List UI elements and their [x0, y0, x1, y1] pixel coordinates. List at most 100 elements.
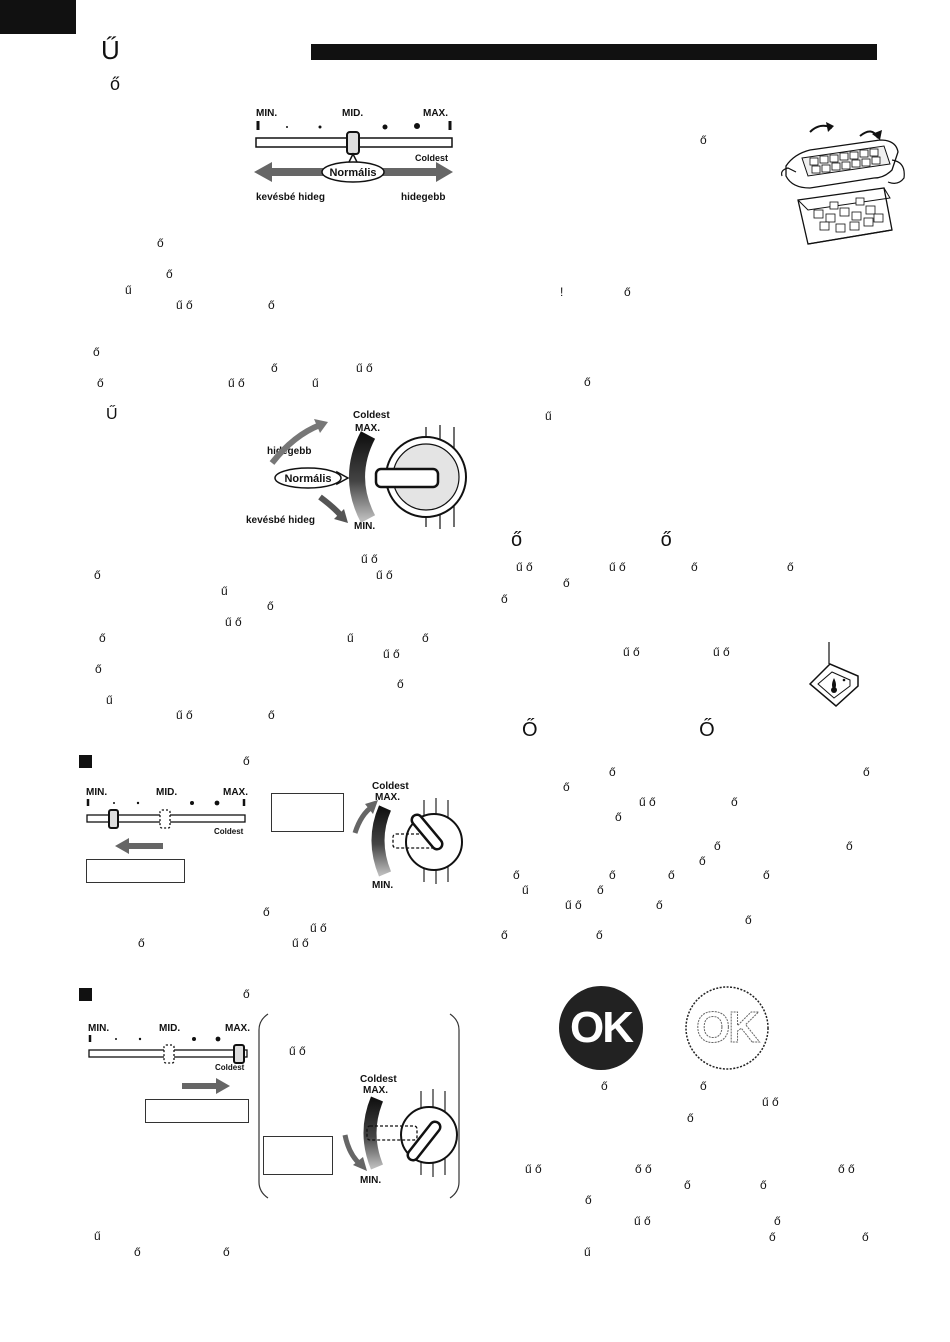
text-r41: ő	[684, 1178, 691, 1192]
text-l03: ű	[125, 283, 132, 297]
text-l27: ű ő	[176, 708, 193, 722]
text-l18: ű ő	[225, 615, 242, 629]
text-l32: ű ő	[292, 936, 309, 950]
text-r44: ű ő	[634, 1214, 651, 1228]
text-r33: ő	[596, 928, 603, 942]
text-r16: ő	[563, 780, 570, 794]
dial-b-max-label: MAX.	[363, 1085, 388, 1096]
text-r30: ő	[656, 898, 663, 912]
dial-b-min-label: MIN.	[360, 1175, 381, 1186]
ok-icon-filled: OK	[559, 986, 643, 1070]
slider-a-coldest-label: Coldest	[214, 827, 244, 836]
text-r38: ű ő	[525, 1162, 542, 1176]
text-r35: ő	[700, 1079, 707, 1093]
text-r39: ő ő	[635, 1162, 652, 1176]
colder-label: hidegebb	[401, 192, 445, 203]
text-l35: ő	[134, 1245, 141, 1259]
text-r36: ű ő	[762, 1095, 779, 1109]
text-r47: ő	[862, 1230, 869, 1244]
text-r17: ű ő	[639, 795, 656, 809]
text-r22: ő	[699, 854, 706, 868]
slider-max-label: MAX.	[423, 108, 448, 119]
text-l24: ő	[397, 677, 404, 691]
slider-mid-label: MID.	[342, 108, 363, 119]
dial-a-min-label: MIN.	[372, 880, 393, 891]
text-l36: ő	[223, 1245, 230, 1259]
text-l01: ő	[157, 236, 164, 250]
ice-tray-illustration	[781, 122, 905, 245]
text-r20: ő	[714, 839, 721, 853]
text-l13: ű ő	[361, 552, 378, 566]
text-l30: ű ő	[310, 921, 327, 935]
text-l21: ő	[422, 631, 429, 645]
text-r12: ű ő	[623, 645, 640, 659]
text-r37: ő	[687, 1111, 694, 1125]
ok-icon-outline: OK	[685, 986, 769, 1070]
text-l06: ő	[93, 345, 100, 359]
arrow-left-a	[115, 838, 163, 854]
label-box-a-1	[86, 859, 185, 883]
text-r32: ő	[501, 928, 508, 942]
section-b-title: ő	[243, 987, 250, 1001]
text-r01: ő	[700, 133, 707, 147]
page-subtitle: ő	[110, 74, 121, 94]
text-l22: ű ő	[383, 647, 400, 661]
text-l14: ő	[94, 568, 101, 582]
slider-diagram-a: MIN. MID. MAX. Coldest	[86, 787, 248, 836]
slider-diagram-b: MIN. MID. MAX. Coldest	[88, 1023, 250, 1072]
section-a-title: ő	[243, 754, 250, 768]
text-r28: ő	[597, 883, 604, 897]
text-r40: ő ő	[838, 1162, 855, 1176]
text-r02: !	[560, 285, 564, 299]
text-l05: ő	[268, 298, 275, 312]
dial-a-max-label: MAX.	[375, 792, 400, 803]
text-r11: ő	[501, 592, 508, 606]
text-r13: ű ő	[713, 645, 730, 659]
label-box-b-1	[145, 1099, 249, 1123]
slider-a-min-label: MIN.	[86, 787, 107, 798]
text-r43: ő	[585, 1193, 592, 1207]
label-box-a-2	[271, 793, 344, 832]
svg-text:OK: OK	[696, 1003, 760, 1052]
text-l10: ű ő	[228, 376, 245, 390]
text-l29: ő	[263, 905, 270, 919]
text-r19: ő	[615, 810, 622, 824]
text-l17: ő	[267, 599, 274, 613]
text-r24: ő	[609, 868, 616, 882]
text-l15: ű ő	[376, 568, 393, 582]
slider-b-max-label: MAX.	[225, 1023, 250, 1034]
less-cold-label: kevésbé hideg	[256, 192, 325, 203]
text-r31: ő	[745, 913, 752, 927]
text-r04: ő	[584, 375, 591, 389]
bracket-b	[258, 1013, 460, 1199]
dial-diagram-b: Coldest MAX. MIN.	[342, 1074, 458, 1186]
slider-b-min-label: MIN.	[88, 1023, 109, 1034]
text-r18: ő	[731, 795, 738, 809]
text-l19: ő	[99, 631, 106, 645]
text-r23: ő	[513, 868, 520, 882]
text-r05: ű	[545, 409, 552, 423]
text-r42: ő	[760, 1178, 767, 1192]
text-l34: ű	[94, 1229, 101, 1243]
text-l26: ű	[106, 693, 113, 707]
text-l04: ű ő	[176, 298, 193, 312]
dial-b-coldest-label: Coldest	[360, 1074, 397, 1085]
text-l02: ő	[166, 267, 173, 281]
slider-a-max-label: MAX.	[223, 787, 248, 798]
water-drop-icon	[808, 642, 859, 707]
dial-diagram-a: Coldest MAX. MIN.	[352, 781, 463, 891]
dial-diagram-main: Coldest MAX. hidegebb kevésbé hideg MIN.…	[246, 410, 467, 532]
dial-coldest-label: Coldest	[353, 410, 390, 421]
page-corner-tab	[0, 0, 76, 34]
dial-min-label: MIN.	[354, 521, 375, 532]
text-r48: ű	[584, 1245, 591, 1259]
text-r46: ő	[769, 1230, 776, 1244]
text-l28: ő	[268, 708, 275, 722]
text-r25: ő	[668, 868, 675, 882]
text-l23: ő	[95, 662, 102, 676]
right-heading-1: ő ő	[511, 529, 672, 551]
dial-a-coldest-label: Coldest	[372, 781, 409, 792]
svg-text:OK: OK	[570, 1003, 634, 1052]
text-r45: ő	[774, 1214, 781, 1228]
label-box-b-2	[263, 1136, 333, 1175]
